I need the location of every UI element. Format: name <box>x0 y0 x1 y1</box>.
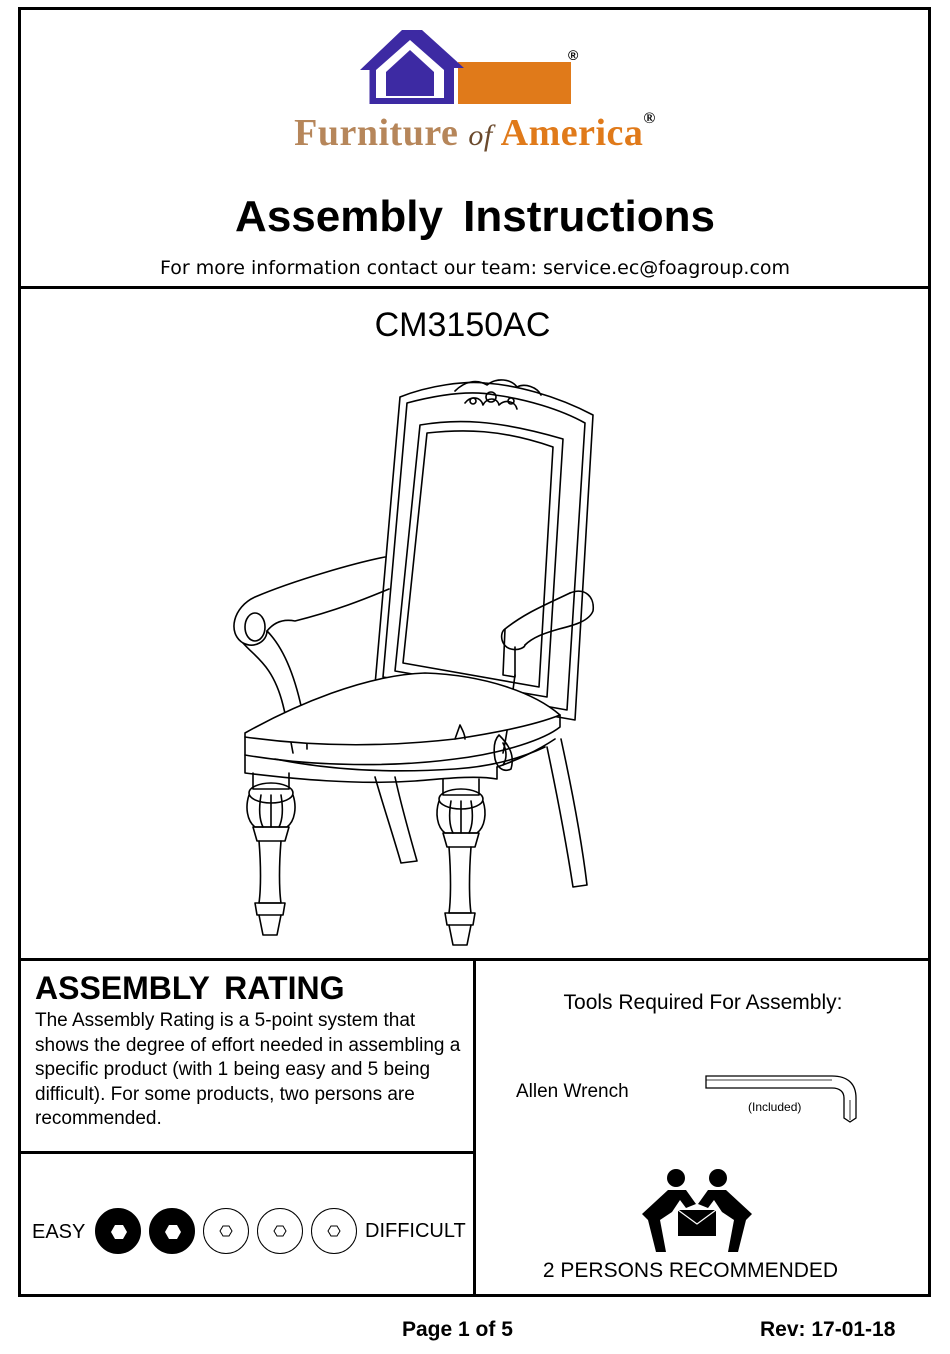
persons-recommended-text: 2 PERSONS RECOMMENDED <box>542 1259 839 1282</box>
contact-line: For more information contact our team: s… <box>159 257 791 279</box>
page-number: Page 1 of 5 <box>402 1318 513 1341</box>
rating-description: The Assembly Rating is a 5-point system … <box>35 1010 461 1129</box>
easy-label: EASY <box>32 1221 86 1243</box>
rating-title: ASSEMBLY RATING <box>35 970 345 1006</box>
rating-dot-2 <box>149 1208 195 1254</box>
rating-dot-4 <box>257 1208 303 1254</box>
header-divider <box>18 286 931 289</box>
brand-word-america: America <box>500 112 644 154</box>
brand-word-of: of <box>468 119 493 152</box>
tool-allen-wrench-label: Allen Wrench <box>516 1081 629 1102</box>
rating-divider <box>18 1151 475 1154</box>
rating-dot-3 <box>203 1208 249 1254</box>
revision-date: Rev: 17-01-18 <box>760 1318 896 1341</box>
two-persons-lifting-icon <box>642 1169 752 1252</box>
difficult-label: DIFFICULT <box>365 1220 466 1242</box>
rating-dot-5 <box>311 1208 357 1254</box>
model-number: CM3150AC <box>374 306 551 344</box>
rating-dot-1 <box>95 1208 141 1254</box>
brand-name: Furniture of America® <box>0 110 950 155</box>
armchair-illustration <box>233 379 595 946</box>
house-logo-icon <box>360 30 571 104</box>
tools-title: Tools Required For Assembly: <box>563 991 843 1014</box>
document-title: Assembly Instructions <box>235 192 715 241</box>
registered-mark: ® <box>568 47 579 63</box>
tool-included-note: (Included) <box>748 1100 802 1114</box>
allen-wrench-icon <box>705 1075 857 1123</box>
rating-scale: EASY DIFFICULT <box>32 1208 472 1258</box>
column-divider <box>473 958 476 1297</box>
brand-word-furniture: Furniture <box>294 112 459 154</box>
brand-registered-mark: ® <box>643 110 656 127</box>
